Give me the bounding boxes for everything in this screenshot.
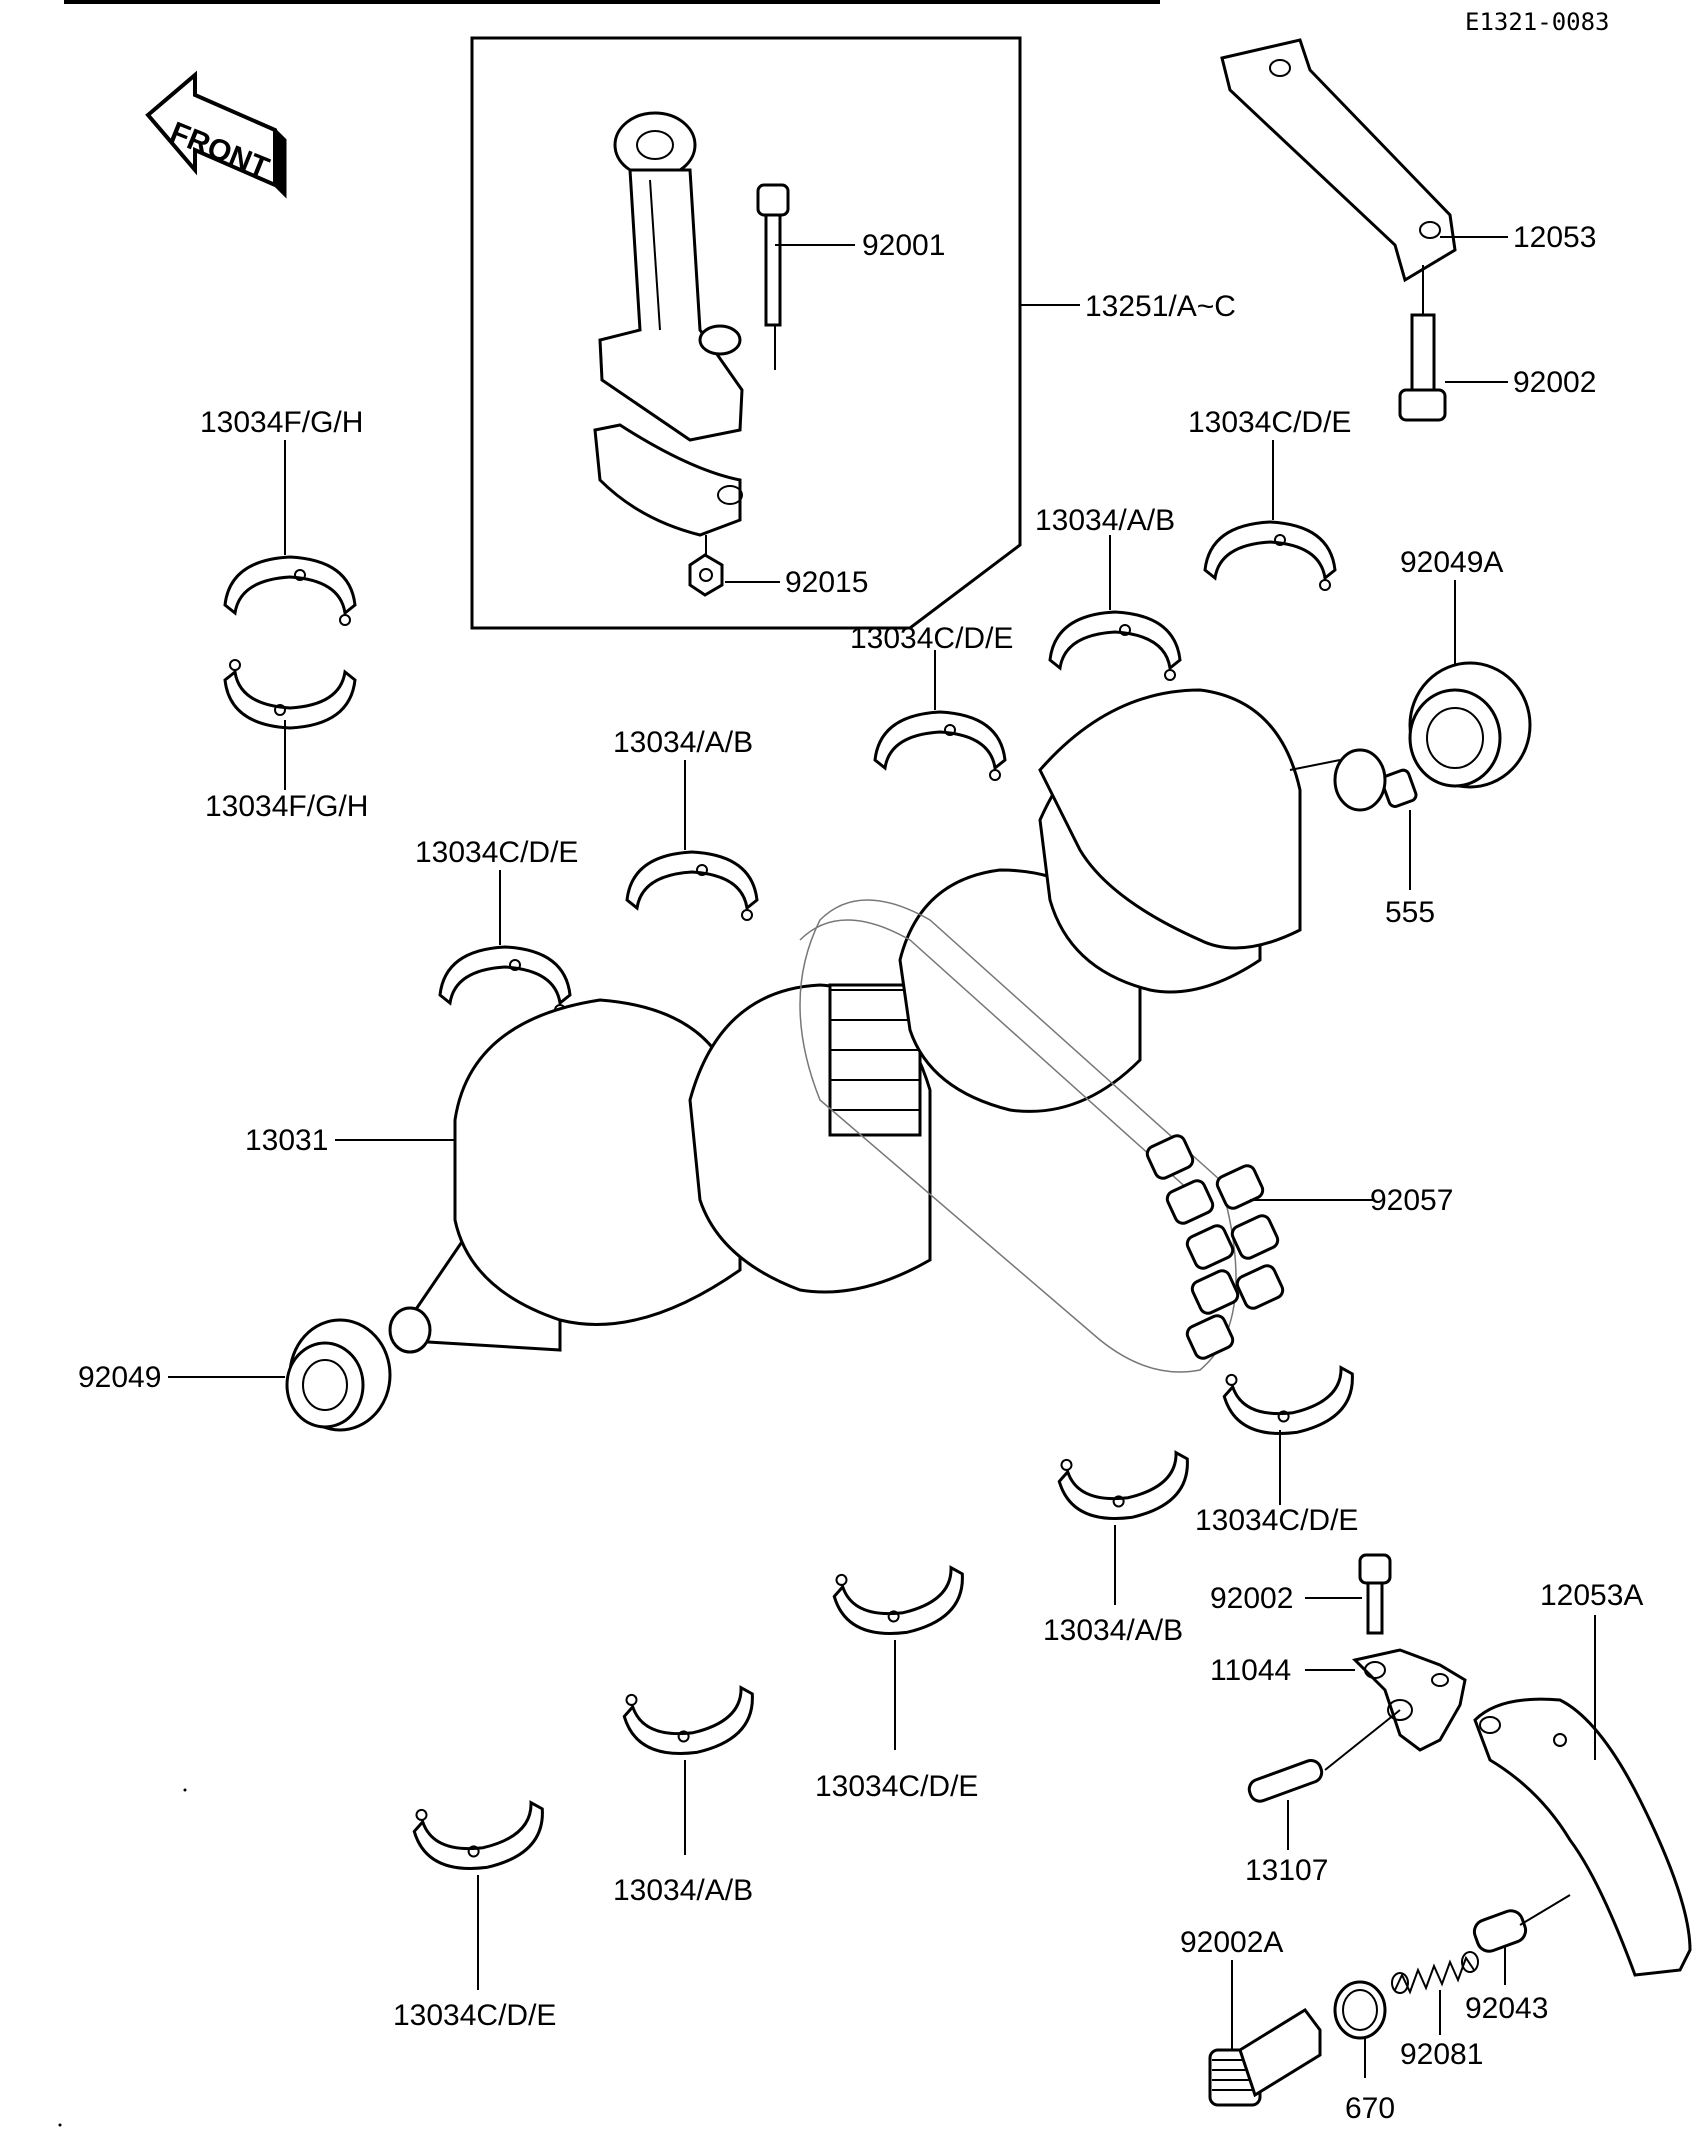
bolt-92002-bottom-icon — [1358, 1553, 1392, 1635]
label-92049A: 92049A — [1400, 546, 1503, 579]
bracket-11044-icon — [1352, 1648, 1467, 1752]
label-13034AB-2: 13034/A/B — [613, 726, 753, 759]
label-13034CDE-2: 13034C/D/E — [850, 622, 1013, 655]
bearing-13034CDE-6-icon — [409, 1787, 553, 1881]
label-13031: 13031 — [245, 1124, 328, 1157]
label-13034AB-4: 13034/A/B — [613, 1874, 753, 1907]
label-92002-top: 92002 — [1513, 366, 1596, 399]
label-92057: 92057 — [1370, 1184, 1453, 1217]
chain-outline — [799, 899, 1237, 1373]
scan-speck — [183, 1788, 187, 1792]
label-92015: 92015 — [785, 566, 868, 599]
o-ring-670-icon — [1333, 1980, 1387, 2040]
bearing-13034FGH-lower-icon — [223, 658, 357, 730]
bolt-92002-top-icon — [1398, 313, 1447, 422]
label-13034CDE-1: 13034C/D/E — [1188, 406, 1351, 439]
chain-guide-12053A-icon — [1473, 1697, 1692, 1977]
nut-92015-icon — [688, 553, 724, 597]
bearing-13034AB-3-icon — [1054, 1437, 1198, 1531]
diagram-code: E1321-0083 — [1465, 8, 1610, 36]
bearing-13034AB-1-icon — [1048, 610, 1182, 682]
label-13034CDE-6: 13034C/D/E — [393, 1999, 556, 2032]
label-13034AB-1: 13034/A/B — [1035, 504, 1175, 537]
bearing-13034FGH-upper-icon — [223, 555, 357, 627]
bearing-13034CDE-1-icon — [1203, 520, 1337, 592]
label-13107: 13107 — [1245, 1854, 1328, 1887]
bolt-92001-icon — [756, 183, 790, 327]
label-13034AB-3: 13034/A/B — [1043, 1614, 1183, 1647]
label-13034FGH-top: 13034F/G/H — [200, 406, 363, 439]
pin-13107-icon — [1247, 1758, 1324, 1803]
front-arrow-icon: FRONT — [145, 70, 287, 199]
label-13251: 13251/A~C — [1085, 290, 1236, 323]
crankshaft-13031-icon — [388, 688, 1387, 1354]
bearing-13034CDE-4-icon — [1219, 1352, 1363, 1446]
spring-92081-icon — [1391, 1951, 1479, 1995]
bearing-13034AB-2-icon — [625, 850, 759, 922]
bearing-13034CDE-2-icon — [873, 710, 1007, 782]
oil-seal-92049-icon — [285, 1318, 392, 1432]
bearing-13034CDE-3-icon — [438, 945, 572, 1017]
label-13034FGH-bottom: 13034F/G/H — [205, 790, 368, 823]
label-92002A: 92002A — [1180, 1926, 1283, 1959]
label-555: 555 — [1385, 896, 1435, 929]
label-92043: 92043 — [1465, 1992, 1548, 2025]
bearing-13034AB-4-icon — [619, 1672, 763, 1766]
label-11044: 11044 — [1210, 1654, 1291, 1687]
pin-555-icon — [1380, 768, 1418, 808]
label-670: 670 — [1345, 2092, 1395, 2125]
chain-92057-icon — [1145, 1134, 1285, 1360]
push-rod-92043-icon — [1472, 1909, 1528, 1953]
label-12053: 12053 — [1513, 221, 1596, 254]
label-92002-bottom: 92002 — [1210, 1582, 1293, 1615]
chain-guide-12053-icon — [1220, 38, 1457, 283]
scan-speck — [58, 2123, 62, 2127]
plug-92002A-icon — [1208, 2008, 1322, 2107]
label-92049: 92049 — [78, 1361, 161, 1394]
rod-cap-icon — [593, 423, 743, 537]
oil-seal-92049A-icon — [1408, 661, 1532, 789]
connecting-rod-box — [470, 36, 1022, 630]
label-92081: 92081 — [1400, 2038, 1483, 2071]
connecting-rod-icon — [598, 111, 744, 442]
label-92001: 92001 — [862, 229, 945, 262]
label-13034CDE-4: 13034C/D/E — [1195, 1504, 1358, 1537]
label-12053A: 12053A — [1540, 1579, 1643, 1612]
bearing-13034CDE-5-icon — [829, 1552, 973, 1646]
label-13034CDE-3: 13034C/D/E — [415, 836, 578, 869]
label-13034CDE-5: 13034C/D/E — [815, 1770, 978, 1803]
